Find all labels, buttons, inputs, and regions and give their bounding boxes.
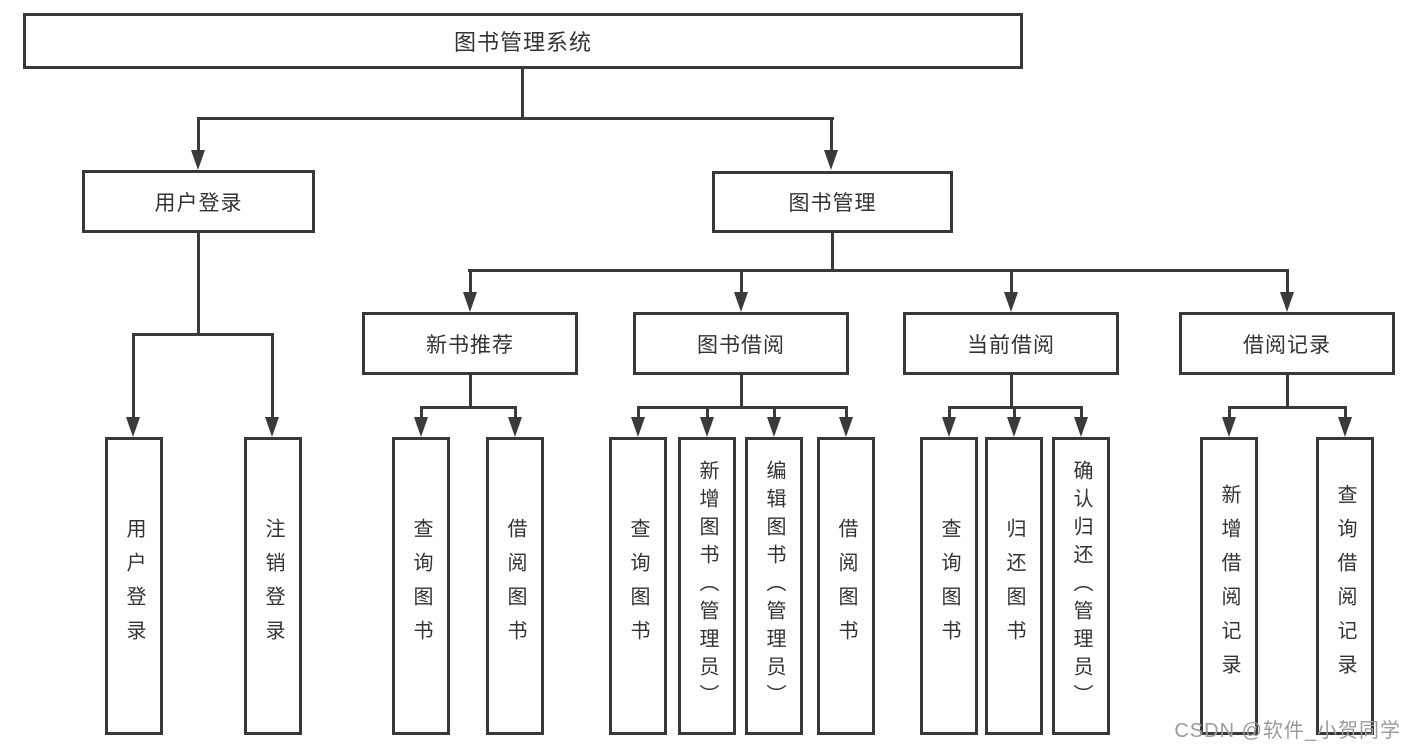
connector-trunk [1286,375,1289,409]
connector-stem [706,406,709,419]
arrow-down-icon [631,417,645,437]
node-user-login: 用户登录 [82,170,315,233]
connector-hline [420,406,517,409]
connector-stem [1010,269,1013,294]
leaf-query-books-recommend: 查询图书 [392,437,450,735]
arrow-down-icon [463,292,477,312]
connector-stem [1228,406,1231,419]
connector-stem [420,406,423,419]
connector-trunk [1010,375,1013,409]
leaf-return-book-label: 归还图书 [1003,518,1025,654]
connector-stem [1286,269,1289,294]
leaf-confirm-return-admin-label: 确认归还（管理员） [1070,460,1092,712]
connector-stem-user-login [197,117,200,153]
connector-stem [773,406,776,419]
arrow-down-icon [265,417,279,437]
leaf-query-borrow-record: 查询借阅记录 [1316,437,1374,735]
connector-stem [271,333,274,419]
connector-stem [637,406,640,419]
leaf-query-borrow-record-label: 查询借阅记录 [1334,484,1356,688]
leaf-query-books-borrow-label: 查询图书 [627,518,649,654]
arrow-down-icon [839,417,853,437]
leaf-query-books-current-label: 查询图书 [938,518,960,654]
leaf-add-borrow-record-label: 新增借阅记录 [1218,484,1240,688]
leaf-add-borrow-record: 新增借阅记录 [1200,437,1258,735]
node-borrow-records: 借阅记录 [1179,312,1395,375]
leaf-borrow-books-recommend: 借阅图书 [486,437,544,735]
arrow-down-icon [942,417,956,437]
node-user-login-label: 用户登录 [154,191,243,215]
arrow-down-icon [1222,417,1236,437]
connector-hline [1228,406,1347,409]
leaf-logout: 注销登录 [244,437,302,735]
arrow-down-icon [767,417,781,437]
arrow-down-icon [1004,292,1018,312]
arrow-down-icon [1338,417,1352,437]
connector-stem [514,406,517,419]
leaf-query-books-current: 查询图书 [920,437,978,735]
node-book-mgmt-label: 图书管理 [788,192,877,215]
connector-stem [948,406,951,419]
node-root-label: 图书管理系统 [453,30,592,55]
node-borrow-records-label: 借阅记录 [1243,333,1331,357]
arrow-down-icon [414,417,428,437]
leaf-return-book: 归还图书 [985,437,1043,735]
connector-trunk [469,375,472,409]
connector-root-trunk [521,69,524,120]
arrow-down-icon [734,292,748,312]
leaf-query-books-recommend-label: 查询图书 [410,518,432,654]
connector-stem [469,269,472,294]
connector-trunk [740,375,743,409]
connector-stem [1080,406,1083,419]
leaf-user-login: 用户登录 [105,437,163,735]
leaf-edit-book-admin: 编辑图书（管理员） [745,437,803,735]
arrow-down-icon [700,417,714,437]
leaf-user-login-label: 用户登录 [123,518,145,654]
csdn-watermark: CSDN @软件_小贺同学 [1174,720,1401,742]
leaf-add-book-admin: 新增图书（管理员） [678,437,736,735]
leaf-query-books-borrow: 查询图书 [609,437,667,735]
leaf-borrow-books-recommend-label: 借阅图书 [504,518,526,654]
arrow-down-icon [191,150,205,170]
leaf-edit-book-admin-label: 编辑图书（管理员） [763,460,785,712]
leaf-logout-label: 注销登录 [262,518,284,654]
arrow-down-icon [508,417,522,437]
arrow-down-icon [1007,417,1021,437]
leaf-add-book-admin-label: 新增图书（管理员） [696,460,718,712]
node-new-book-recommend: 新书推荐 [362,312,578,375]
node-book-borrow: 图书借阅 [633,312,849,375]
arrow-down-icon [126,417,140,437]
node-current-borrow: 当前借阅 [903,312,1119,375]
connector-stem-book-mgmt [830,117,833,153]
connector-stem [740,269,743,294]
node-root: 图书管理系统 [23,13,1023,69]
connector-stem [1013,406,1016,419]
connector-stem [845,406,848,419]
connector-user-login-trunk [197,233,200,336]
connector-hline [637,406,848,409]
leaf-confirm-return-admin: 确认归还（管理员） [1052,437,1110,735]
connector-book-mgmt-trunk [831,233,834,272]
connector-stem [132,333,135,419]
node-new-book-recommend-label: 新书推荐 [426,333,514,357]
connector-stem [1344,406,1347,419]
leaf-borrow-books-label: 借阅图书 [835,518,857,654]
leaf-borrow-books: 借阅图书 [817,437,875,735]
arrow-down-icon [1280,292,1294,312]
arrow-down-icon [824,150,838,170]
arrow-down-icon [1074,417,1088,437]
connector-user-login-hline [132,333,274,336]
node-current-borrow-label: 当前借阅 [967,333,1055,357]
connector-level2-hline [197,117,834,120]
connector-level3-hline [468,269,1289,272]
node-book-borrow-label: 图书借阅 [697,333,785,357]
node-book-mgmt: 图书管理 [712,171,953,233]
